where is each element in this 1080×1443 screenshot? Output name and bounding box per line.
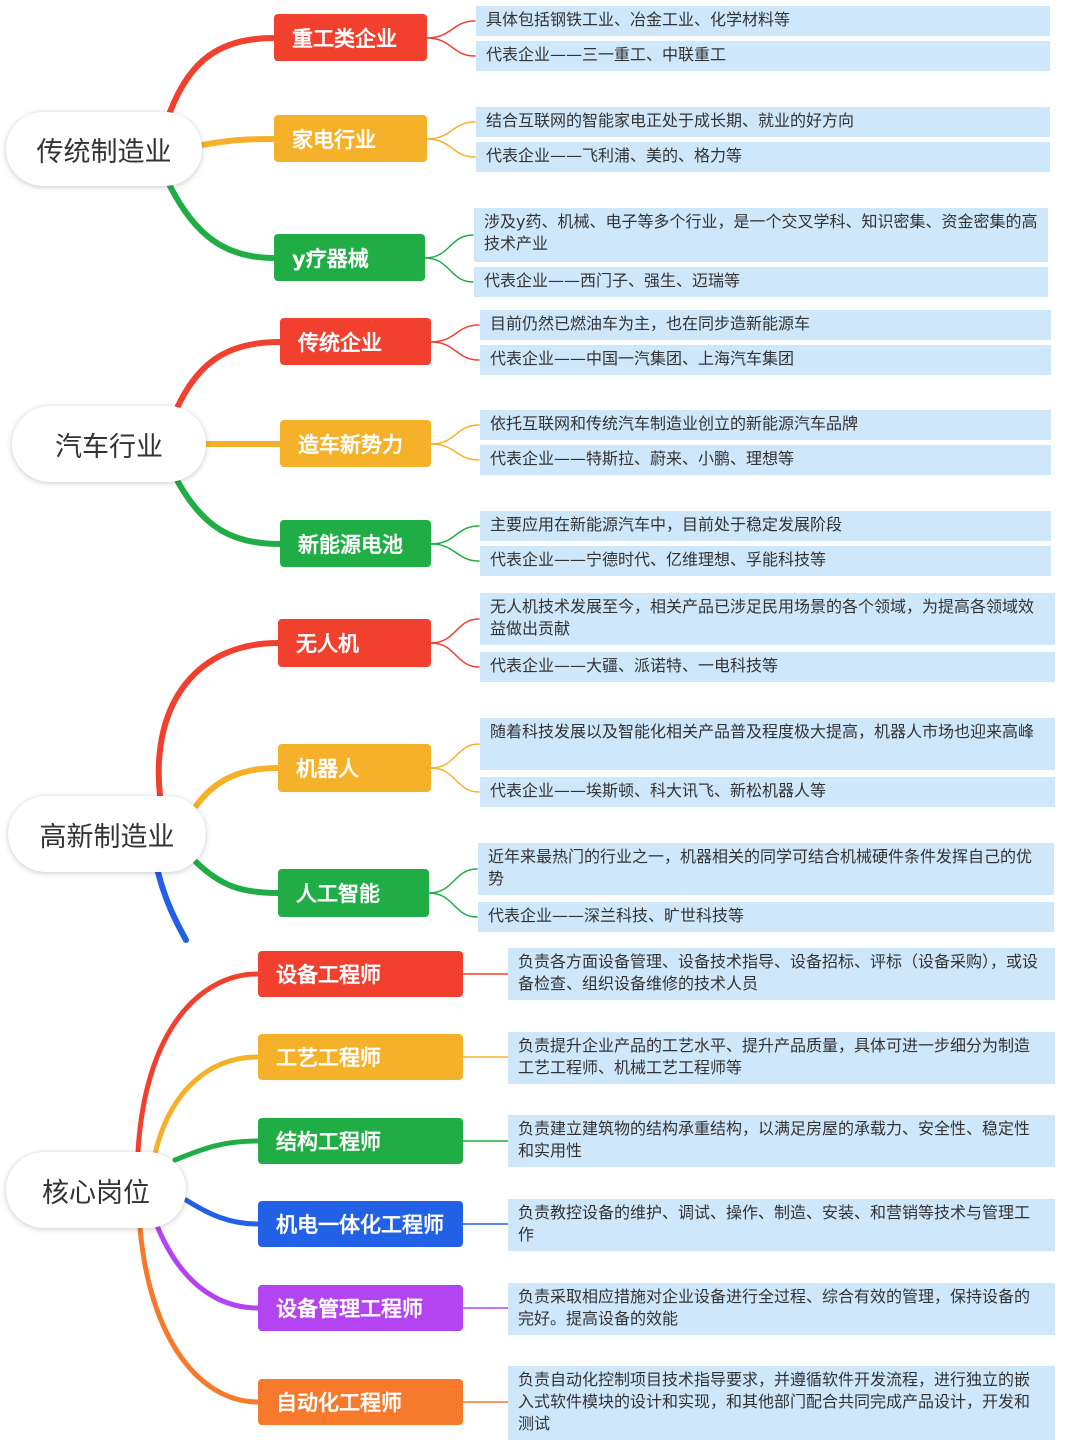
bracket-heavy-a [426, 20, 476, 39]
branch-traditional-enterprise[interactable]: 传统企业 [280, 318, 431, 365]
connector-root3-mechatronics [183, 1197, 261, 1227]
connector-root3-structural [172, 1138, 261, 1163]
bracket-traditional-a [430, 324, 480, 343]
leaf-equipment-management-engineer-desc: 负责采取相应措施对企业设备进行全过程、综合有效的管理，保持设备的完好。提高设备的… [508, 1283, 1055, 1335]
connector-root2-drone [155, 640, 281, 799]
leaf-process-engineer-desc: 负责提升企业产品的工艺水平、提升产品质量，具体可进一步细分为制造工艺工程师、机械… [508, 1032, 1055, 1084]
branch-process-engineer[interactable]: 工艺工程师 [258, 1034, 463, 1080]
root-node-traditional-manufacturing[interactable]: 传统制造业 [6, 112, 202, 186]
leaf-new-carmakers-desc: 依托互联网和传统汽车制造业创立的新能源汽车品牌 [480, 410, 1051, 440]
root-node-auto-industry[interactable]: 汽车行业 [12, 406, 206, 482]
leaf-mechatronics-engineer-desc: 负责教控设备的维护、调试、操作、制造、安装、和营销等技术与管理工作 [508, 1199, 1055, 1251]
bracket-medical-a [424, 234, 474, 259]
connector-root0-appliance [199, 136, 277, 148]
bracket-battery-a [430, 525, 480, 545]
bracket-drone-b [430, 642, 480, 668]
leaf-automation-engineer-desc: 负责自动化控制项目技术指导要求，并遵循软件开发流程，进行独立的嵌入式软件模块的设… [508, 1366, 1055, 1440]
leaf-home-appliance-desc: 结合互联网的智能家电正处于成长期、就业的好方向 [476, 107, 1050, 137]
leaf-traditional-enterprise-companies: 代表企业——中国一汽集团、上海汽车集团 [480, 345, 1051, 375]
leaf-heavy-industry-companies: 代表企业——三一重工、中联重工 [476, 41, 1050, 71]
branch-home-appliance[interactable]: 家电行业 [274, 115, 427, 162]
leaf-drone-desc: 无人机技术发展至今，相关产品已涉足民用场景的各个领域，为提高各领域效益做出贡献 [480, 593, 1055, 645]
leaf-drone-companies: 代表企业——大疆、派诺特、一电科技等 [480, 652, 1055, 682]
branch-equipment-engineer[interactable]: 设备工程师 [258, 951, 463, 997]
leaf-ai-companies: 代表企业——深兰科技、旷世科技等 [478, 902, 1054, 932]
connector-root0-heavy [167, 35, 277, 115]
leaf-heavy-industry-desc: 具体包括钢铁工业、冶金工业、化学材料等 [476, 6, 1050, 36]
leaf-ai-desc: 近年来最热门的行业之一，机器相关的同学可结合机械硬件条件发挥自己的优势 [478, 843, 1054, 895]
bracket-ai-b [428, 892, 478, 918]
connector-root0-medical [167, 183, 277, 261]
bracket-battery-b [430, 543, 480, 562]
branch-drone[interactable]: 无人机 [278, 619, 431, 667]
bracket-newcar-b [430, 443, 480, 461]
leaf-robot-desc: 随着科技发展以及智能化相关产品普及程度极大提高，机器人市场也迎来高峰 [480, 718, 1055, 770]
branch-heavy-industry[interactable]: 重工类企业 [274, 14, 427, 61]
connector-root3-management [155, 1225, 261, 1311]
bracket-robot-a [430, 743, 480, 769]
leaf-ev-battery-desc: 主要应用在新能源汽车中，目前处于稳定发展阶段 [480, 511, 1051, 541]
leaf-equipment-engineer-desc: 负责各方面设备管理、设备技术指导、设备招标、评标（设备采购），或设备检查、组织设… [508, 948, 1055, 1000]
bracket-drone-a [430, 618, 480, 644]
bracket-ai-a [428, 868, 478, 894]
branch-ai[interactable]: 人工智能 [278, 869, 429, 917]
branch-new-carmakers[interactable]: 造车新势力 [280, 420, 431, 467]
branch-ev-battery[interactable]: 新能源电池 [280, 520, 431, 567]
leaf-new-carmakers-companies: 代表企业——特斯拉、蔚来、小鹏、理想等 [480, 445, 1051, 475]
root-node-core-positions[interactable]: 核心岗位 [6, 1152, 186, 1228]
bracket-appliance-a [426, 121, 476, 140]
leaf-traditional-enterprise-desc: 目前仍然已燃油车为主，也在同步造新能源车 [480, 310, 1051, 340]
branch-robot[interactable]: 机器人 [278, 744, 431, 792]
connector-root1-battery [175, 479, 283, 547]
connector-root3-process [152, 1054, 261, 1157]
leaf-robot-companies: 代表企业——埃斯顿、科大讯飞、新松机器人等 [480, 777, 1055, 807]
connector-root3-automation [137, 1225, 261, 1405]
bracket-newcar-a [430, 424, 480, 445]
connector-root2-ai [193, 859, 281, 896]
leaf-medical-devices-desc: 涉及y药、机械、电子等多个行业，是一个交叉学科、知识密集、资金密集的高技术产业 [474, 208, 1048, 262]
branch-structural-engineer[interactable]: 结构工程师 [258, 1118, 463, 1164]
leaf-home-appliance-companies: 代表企业——飞利浦、美的、格力等 [476, 142, 1050, 172]
leaf-structural-engineer-desc: 负责建立建筑物的结构承重结构，以满足房屋的承载力、安全性、稳定性和实用性 [508, 1115, 1055, 1167]
leaf-ev-battery-companies: 代表企业——宁德时代、亿维理想、孚能科技等 [480, 546, 1051, 576]
branch-medical-devices[interactable]: y疗器械 [274, 234, 425, 281]
connector-root3-equipment [135, 971, 261, 1155]
bracket-traditional-b [430, 341, 480, 361]
connector-root2-extra [155, 869, 189, 943]
leaf-medical-devices-companies: 代表企业——西门子、强生、迈瑞等 [474, 267, 1048, 297]
bracket-medical-b [424, 257, 474, 283]
connector-root1-traditional [175, 339, 283, 409]
connector-root2-robot [193, 765, 281, 809]
branch-automation-engineer[interactable]: 自动化工程师 [258, 1379, 463, 1425]
branch-mechatronics-engineer[interactable]: 机电一体化工程师 [258, 1201, 463, 1247]
bracket-robot-b [430, 767, 480, 793]
branch-equipment-management-engineer[interactable]: 设备管理工程师 [258, 1285, 463, 1331]
root-node-hightech-manufacturing[interactable]: 高新制造业 [8, 796, 206, 872]
bracket-heavy-b [426, 37, 476, 57]
bracket-appliance-b [426, 138, 476, 158]
